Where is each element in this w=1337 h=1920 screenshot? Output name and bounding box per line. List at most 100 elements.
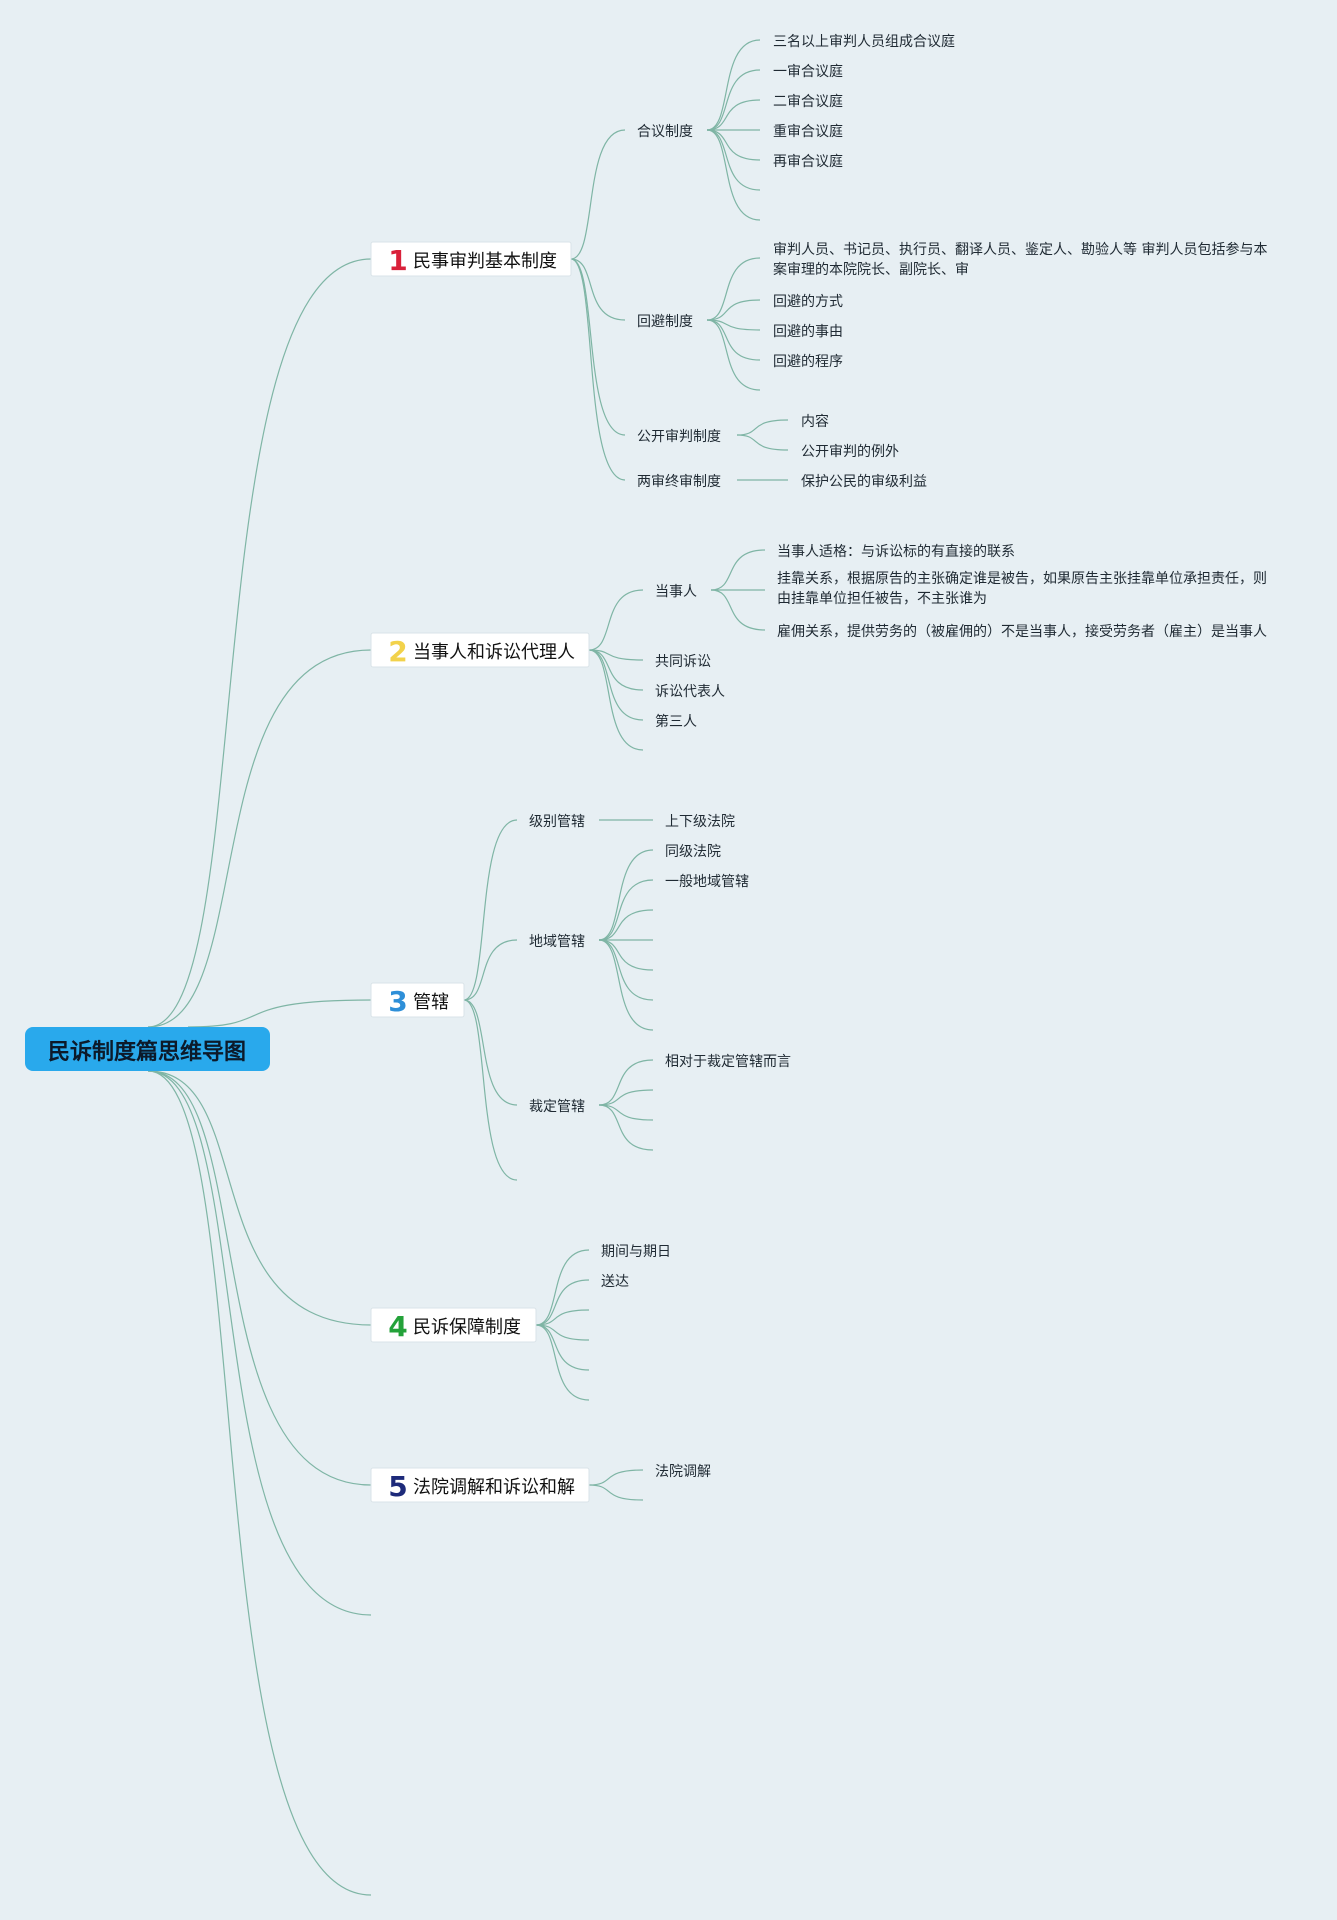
topic-to-leaf-line <box>598 1104 654 1151</box>
branch-5-box <box>370 1467 590 1503</box>
leaf-relative-to-ruled[interactable]: 相对于裁定管辖而言 <box>665 1054 791 1070</box>
branch-to-topic-line <box>588 1484 644 1501</box>
leaf-second-instance-panel[interactable]: 二审合议庭 <box>773 93 843 110</box>
branch-to-topic-line <box>570 258 626 436</box>
leaf-public-trial-content[interactable]: 内容 <box>801 413 829 430</box>
root-label: 民诉制度篇思维导图 <box>48 1039 246 1065</box>
topic-to-leaf-line <box>598 849 654 941</box>
topic-to-leaf-line <box>706 69 761 131</box>
branch-4[interactable]: 4 民诉保障制度 <box>370 1307 537 1343</box>
topic-to-leaf-line <box>706 39 761 131</box>
branch-to-topic-line <box>535 1324 590 1371</box>
leaf-rehearing-panel[interactable]: 再审合议庭 <box>773 153 843 170</box>
branch-to-topic-line <box>570 258 626 481</box>
branch-1-label: 民事审判基本制度 <box>413 251 557 272</box>
leaf-retrial-panel[interactable]: 重审合议庭 <box>773 123 843 140</box>
topic-to-leaf-line <box>598 909 654 941</box>
branch-5-label: 法院调解和诉讼和解 <box>413 1477 575 1498</box>
branch-3-number: 3 <box>388 985 407 1018</box>
topic-territorial-jurisdiction[interactable]: 地域管辖 <box>529 934 585 950</box>
topic-to-leaf-line <box>598 939 654 971</box>
branch-to-topic-line <box>588 589 644 651</box>
leaf-general-territorial[interactable]: 一般地域管辖 <box>665 874 749 890</box>
leaf-collegiate-three-judges[interactable]: 三名以上审判人员组成合议庭 <box>773 33 955 50</box>
topic-to-leaf-line <box>706 129 761 221</box>
topic-collegiate-system[interactable]: 合议制度 <box>637 124 693 140</box>
topic-to-leaf-line <box>706 129 761 161</box>
topic-to-leaf-line <box>706 319 761 361</box>
branch-5-number: 5 <box>388 1470 407 1503</box>
topic-to-leaf-line <box>736 419 789 436</box>
branch-to-topic-line <box>463 819 518 1001</box>
topic-third-party[interactable]: 第三人 <box>655 713 697 730</box>
root-to-branch-line <box>187 999 372 1028</box>
leaf-recusal-persons[interactable]: 审判人员、书记员、执行员、翻译人员、鉴定人、勘验人等 审判人员包括参与本案审理的… <box>773 240 1273 286</box>
root-to-branch-line <box>147 258 372 1028</box>
topic-service[interactable]: 送达 <box>601 1274 629 1290</box>
branch-2-label: 当事人和诉讼代理人 <box>413 642 575 663</box>
topic-to-leaf-line <box>706 299 761 321</box>
leaf-upper-lower-courts[interactable]: 上下级法院 <box>665 814 735 830</box>
leaf-recusal-method[interactable]: 回避的方式 <box>773 294 843 310</box>
topic-to-leaf-line <box>598 1059 654 1106</box>
root-node[interactable]: 民诉制度篇思维导图 <box>25 1027 270 1071</box>
branch-to-topic-line <box>570 129 626 260</box>
branch-3-box <box>370 982 465 1018</box>
branch-4-label: 民诉保障制度 <box>413 1317 521 1338</box>
branch-1-number: 1 <box>388 244 407 277</box>
leaf-public-trial-exceptions[interactable]: 公开审判的例外 <box>801 444 899 460</box>
branch-2[interactable]: 2 当事人和诉讼代理人 <box>370 632 590 668</box>
branch-1-box <box>370 241 572 277</box>
root-to-branch-line <box>147 649 372 1028</box>
topic-to-leaf-line <box>710 549 766 591</box>
topic-recusal-system[interactable]: 回避制度 <box>637 314 693 330</box>
branch-1[interactable]: 1 民事审判基本制度 <box>370 241 572 277</box>
topic-court-mediation[interactable]: 法院调解 <box>655 1464 711 1480</box>
branch-to-topic-line <box>463 939 518 1001</box>
topic-to-leaf-line <box>598 879 654 941</box>
topic-to-leaf-line <box>736 434 789 451</box>
branch-to-topic-line <box>570 258 626 321</box>
branch-to-topic-line <box>588 1469 644 1486</box>
branch-3-label: 管辖 <box>413 992 449 1013</box>
leaf-proper-party[interactable]: 当事人适格：与诉讼标的有直接的联系 <box>777 543 1015 560</box>
branch-4-number: 4 <box>388 1310 407 1343</box>
topic-level-jurisdiction[interactable]: 级别管辖 <box>529 814 585 830</box>
branch-3[interactable]: 3 管辖 <box>370 982 465 1018</box>
leaf-affiliation-relation[interactable]: 挂靠关系，根据原告的主张确定谁是被告，如果原告主张挂靠单位承担责任，则由挂靠单位… <box>777 569 1277 615</box>
topic-representative[interactable]: 诉讼代表人 <box>655 684 725 700</box>
branch-to-topic-line <box>588 649 644 661</box>
topic-two-instance-system[interactable]: 两审终审制度 <box>637 474 721 490</box>
branch-to-topic-line <box>588 649 644 721</box>
leaf-protect-instance-interest[interactable]: 保护公民的审级利益 <box>801 474 927 490</box>
branch-to-topic-line <box>535 1324 590 1341</box>
topic-joint-litigation[interactable]: 共同诉讼 <box>655 654 711 670</box>
leaf-first-instance-panel[interactable]: 一审合议庭 <box>773 63 843 80</box>
leaf-employment-relation[interactable]: 雇佣关系，提供劳务的（被雇佣的）不是当事人，接受劳务者（雇主）是当事人 <box>777 623 1267 640</box>
topic-ruled-jurisdiction[interactable]: 裁定管辖 <box>529 1099 585 1115</box>
root-to-branch-line <box>147 1070 372 1326</box>
topic-periods-dates[interactable]: 期间与期日 <box>601 1244 671 1260</box>
branch-5[interactable]: 5 法院调解和诉讼和解 <box>370 1467 590 1503</box>
root-box <box>25 1027 270 1071</box>
leaf-recusal-procedure[interactable]: 回避的程序 <box>773 354 843 370</box>
topic-to-leaf-line <box>710 589 766 631</box>
leaf-recusal-grounds[interactable]: 回避的事由 <box>773 324 843 340</box>
topic-to-leaf-line <box>598 939 654 1031</box>
topic-to-leaf-line <box>598 1089 654 1106</box>
branch-to-topic-line <box>463 999 518 1106</box>
topic-to-leaf-line <box>706 319 761 391</box>
branch-to-topic-line <box>463 999 518 1181</box>
root-to-branch-line <box>147 1070 372 1486</box>
topic-public-trial[interactable]: 公开审判制度 <box>637 429 721 445</box>
branch-to-topic-line <box>535 1309 590 1326</box>
branch-2-box <box>370 632 590 668</box>
root-to-branch-line <box>147 1070 372 1616</box>
topic-litigant[interactable]: 当事人 <box>655 584 697 600</box>
topic-to-leaf-line <box>598 1104 654 1121</box>
connector-lines <box>147 39 789 1896</box>
branch-to-topic-line <box>588 649 644 691</box>
leaf-same-level-courts[interactable]: 同级法院 <box>665 844 721 860</box>
branch-to-topic-line <box>535 1279 590 1326</box>
